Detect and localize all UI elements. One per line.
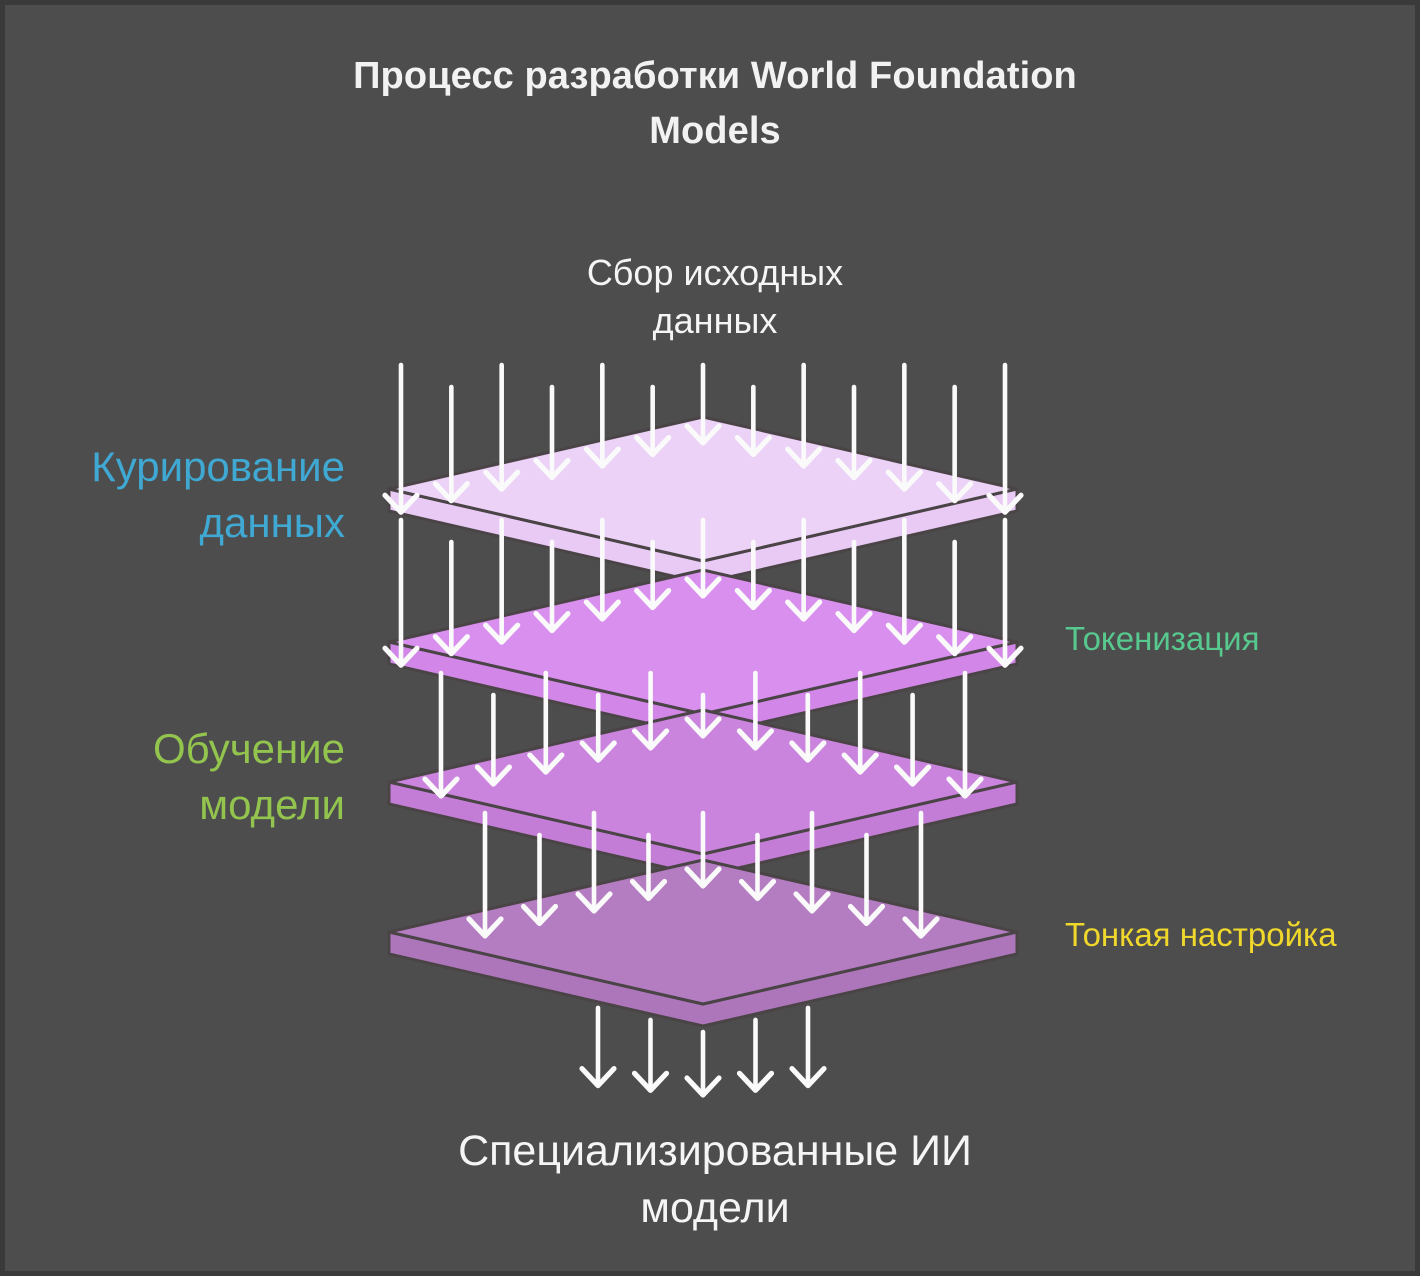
down-arrow <box>684 810 722 889</box>
down-arrow <box>841 670 879 775</box>
down-arrow <box>789 1005 827 1089</box>
down-arrow <box>483 517 521 645</box>
down-arrow <box>946 670 984 799</box>
layer-top-face <box>387 415 1019 563</box>
down-arrow <box>835 384 873 481</box>
down-arrow <box>432 384 470 504</box>
down-arrow <box>885 362 923 492</box>
down-arrow <box>789 692 827 763</box>
down-arrow <box>936 539 974 657</box>
down-arrow <box>520 832 559 927</box>
down-arrow <box>835 539 873 634</box>
down-arrow <box>894 692 932 787</box>
down-arrow <box>736 670 774 751</box>
arrow-group-front <box>382 362 1024 1098</box>
down-arrow <box>785 517 823 622</box>
down-arrow <box>936 384 974 504</box>
down-arrow <box>847 832 886 927</box>
down-arrow <box>474 692 512 787</box>
down-arrow <box>785 362 823 469</box>
down-arrow <box>734 384 772 458</box>
down-arrow <box>579 1005 617 1089</box>
down-arrow <box>684 362 722 446</box>
down-arrow <box>736 1017 775 1093</box>
stage-label-training: Обучение модели <box>152 725 345 828</box>
down-arrow <box>382 517 420 668</box>
down-arrow <box>422 670 460 799</box>
down-arrow <box>986 517 1024 668</box>
layer-stack-illustration <box>382 362 1024 1098</box>
stage-label-finetuning: Тонкая настройка <box>1065 916 1337 953</box>
input-caption: Сбор исходных данных <box>586 252 844 341</box>
down-arrow <box>631 1017 670 1093</box>
down-arrow <box>483 362 521 492</box>
stage-label-tokenization: Токенизация <box>1065 620 1260 657</box>
down-arrow <box>634 384 672 458</box>
down-arrow <box>634 539 672 611</box>
layer-slab-3 <box>387 858 1019 1028</box>
down-arrow <box>466 810 504 939</box>
down-arrow <box>533 384 571 481</box>
layer-top-face <box>387 858 1019 1006</box>
down-arrow <box>902 810 940 939</box>
stage-label-curation: Курирование данных <box>91 443 345 546</box>
output-caption: Специализированные ИИ модели <box>458 1127 972 1232</box>
down-arrow <box>527 670 565 775</box>
down-arrow <box>382 362 420 515</box>
down-arrow <box>533 539 571 634</box>
down-arrow <box>738 832 777 902</box>
page-title: Процесс разработки World Foundation Mode… <box>353 55 1077 153</box>
down-arrow <box>583 362 621 469</box>
down-arrow <box>629 832 668 902</box>
down-arrow <box>885 517 923 645</box>
down-arrow <box>734 539 772 611</box>
down-arrow <box>793 810 831 914</box>
down-arrow <box>432 539 470 657</box>
down-arrow <box>632 670 670 751</box>
down-arrow <box>684 692 722 739</box>
down-arrow <box>583 517 621 622</box>
down-arrow <box>575 810 613 914</box>
down-arrow <box>684 1029 722 1098</box>
down-arrow <box>684 517 722 599</box>
down-arrow <box>579 692 617 763</box>
down-arrow <box>986 362 1024 515</box>
